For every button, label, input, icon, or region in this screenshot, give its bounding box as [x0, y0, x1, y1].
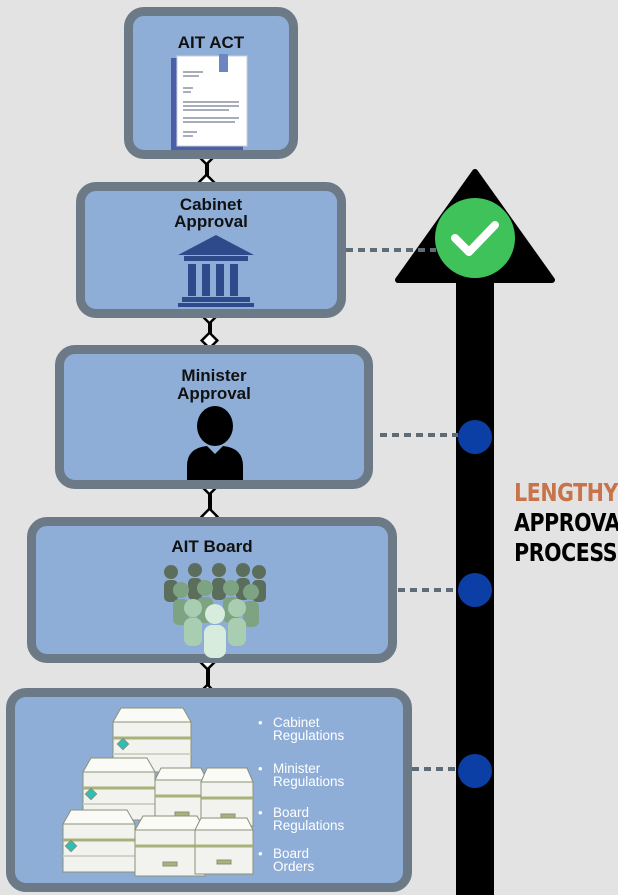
check-icon: [435, 198, 515, 278]
minister-approval-line1: Minister: [181, 366, 247, 385]
group-of-people-icon: [164, 563, 266, 658]
person-icon: [187, 406, 243, 480]
ait-board-title: AIT Board: [171, 537, 253, 556]
process-label-process: PROCESS: [514, 538, 618, 567]
process-label: LENGTHY APPROVAL PROCESS: [514, 478, 618, 568]
milestone-dot-outputs: [458, 754, 492, 788]
process-label-approval: APPROVAL: [514, 508, 618, 537]
cabinet-approval-box: Cabinet Approval: [76, 182, 346, 318]
ait-board-box: AIT Board: [27, 517, 397, 663]
ait-act-box: AIT ACT: [124, 7, 298, 159]
process-label-lengthy: LENGTHY: [514, 478, 618, 507]
paper-stack: [62, 707, 254, 877]
paper-stacks-icon: [62, 707, 254, 877]
government-building-icon: [178, 235, 254, 307]
milestone-dot-minister: [458, 420, 492, 454]
ait-act-title: AIT ACT: [177, 33, 245, 52]
cabinet-approval-line1: Cabinet: [179, 195, 243, 214]
milestone-dot-board: [458, 573, 492, 607]
document-icon: [171, 54, 248, 150]
cabinet-approval-line2: Approval: [174, 212, 248, 231]
minister-approval-box: Minister Approval: [55, 345, 373, 489]
minister-approval-line2: Approval: [177, 384, 251, 403]
